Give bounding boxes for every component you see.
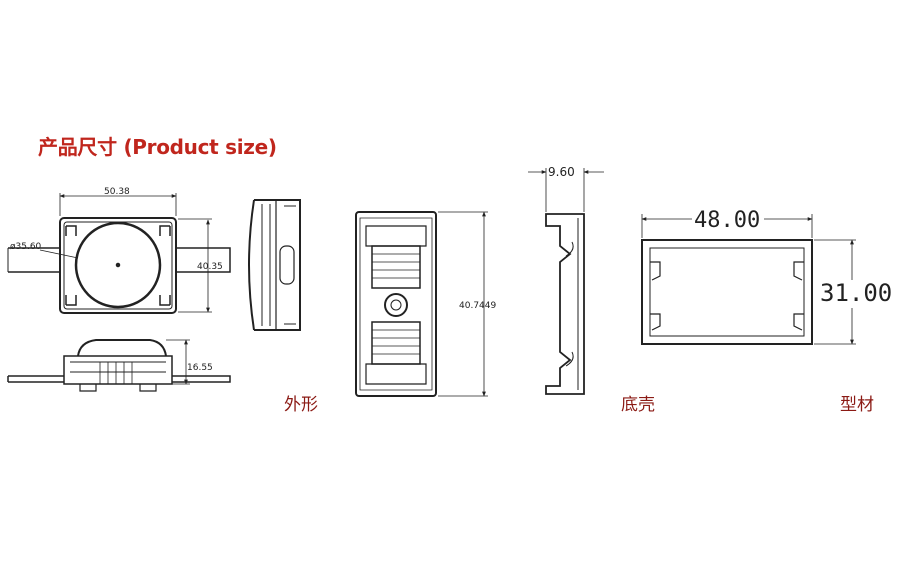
shell-top-view <box>355 211 437 397</box>
profile-width-label: 48.00 <box>694 208 760 233</box>
module-edge-view <box>248 199 301 331</box>
module-width-label: 50.38 <box>104 187 130 197</box>
module-height-label: 40.35 <box>197 262 223 272</box>
lens-diameter-label: ø35.60 <box>10 242 42 252</box>
appearance-label: 外形 <box>284 395 318 415</box>
section-title: 产品尺寸 (Product size) <box>38 135 277 159</box>
module-thickness-label: 16.55 <box>187 363 213 373</box>
profile-view <box>641 239 813 345</box>
shell-depth-label: 9.60 <box>548 165 575 179</box>
thickness-dimension <box>166 339 190 385</box>
shell-length-dimension <box>438 211 488 397</box>
shell-length-label: 40.7449 <box>459 301 496 311</box>
shell-side-view <box>545 213 585 395</box>
module-side-view <box>7 339 231 392</box>
profile-height-label: 31.00 <box>820 279 892 307</box>
shell-depth-dimension <box>528 168 604 212</box>
bottom-shell-label: 底壳 <box>621 395 655 415</box>
profile-label: 型材 <box>840 395 874 415</box>
module-dimensions <box>39 193 212 313</box>
module-front-view <box>7 217 231 314</box>
